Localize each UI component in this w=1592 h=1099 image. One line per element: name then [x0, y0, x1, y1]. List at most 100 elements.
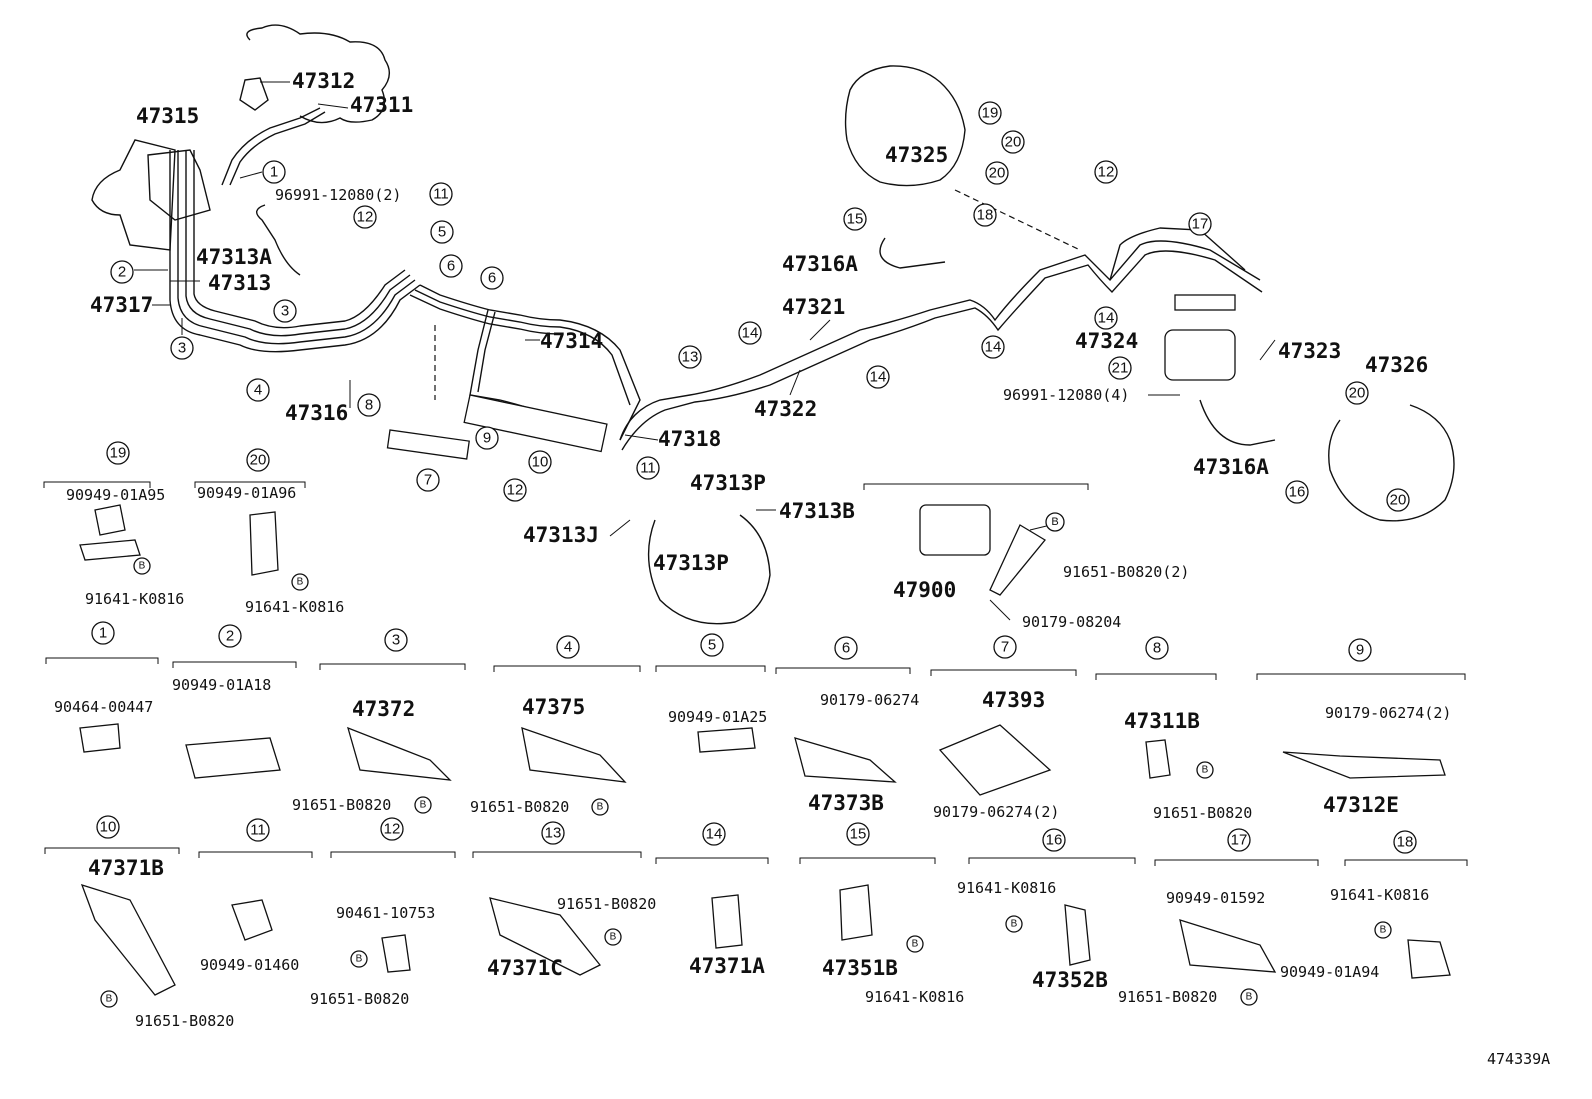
svg-text:2: 2	[118, 264, 126, 281]
label-47900: 47900	[893, 578, 956, 602]
legend-17: 17 90949-01592 91651-B0820 B	[1118, 828, 1265, 1006]
svg-text:12: 12	[357, 209, 374, 226]
svg-text:14: 14	[870, 369, 887, 386]
svg-text:6: 6	[842, 640, 850, 657]
label-47316A-left: 47316A	[782, 252, 858, 276]
callout-6b: 6	[480, 266, 504, 290]
svg-text:20: 20	[1390, 492, 1407, 509]
svg-text:47371C: 47371C	[487, 956, 563, 980]
svg-text:6: 6	[488, 270, 496, 287]
svg-text:14: 14	[1098, 310, 1115, 327]
svg-text:21: 21	[1112, 360, 1129, 377]
legend-5: 5 90949-01A25	[668, 633, 767, 726]
svg-text:15: 15	[847, 211, 864, 228]
legend-20: 20 90949-01A96 B 91641-K0816	[197, 448, 344, 616]
callout-14a: 14	[738, 321, 762, 345]
legend-6: 6 90179-06274 47373B	[808, 636, 919, 815]
legend-9: 9 90179-06274(2) 47312E	[1323, 638, 1451, 817]
callout-4: 4	[246, 378, 270, 402]
svg-text:91651-B0820: 91651-B0820	[292, 796, 391, 814]
bolt-marker-top: B	[1045, 512, 1065, 532]
callout-3a: 3	[170, 336, 194, 360]
svg-text:15: 15	[850, 826, 867, 843]
svg-text:47372: 47372	[352, 697, 415, 721]
svg-text:47373B: 47373B	[808, 791, 884, 815]
label-47314: 47314	[540, 329, 603, 353]
svg-text:11: 11	[250, 822, 266, 839]
label-47313P-bottom: 47313P	[653, 551, 729, 575]
svg-text:4: 4	[564, 639, 572, 656]
svg-text:47371A: 47371A	[689, 954, 765, 978]
svg-text:90949-01460: 90949-01460	[200, 956, 299, 974]
svg-text:19: 19	[982, 105, 999, 122]
callout-18: 18	[973, 203, 997, 227]
svg-text:19: 19	[110, 445, 127, 462]
svg-text:B: B	[297, 577, 304, 588]
figure-code: 474339A	[1487, 1050, 1550, 1068]
callout-14c: 14	[981, 335, 1005, 359]
legend-15: 15 47351B B 91641-K0816	[822, 822, 964, 1006]
label-96991-12080-4: 96991-12080(4)	[1003, 386, 1129, 404]
svg-text:9: 9	[1356, 642, 1364, 659]
svg-text:B: B	[139, 561, 146, 572]
callout-10: 10	[528, 450, 552, 474]
callout-20c: 20	[1345, 381, 1369, 405]
part-shapes	[386, 294, 1236, 596]
callout-2: 2	[110, 260, 134, 284]
svg-text:18: 18	[977, 207, 994, 224]
svg-text:91651-B0820: 91651-B0820	[1118, 988, 1217, 1006]
label-47326: 47326	[1365, 353, 1428, 377]
svg-text:91651-B0820: 91651-B0820	[310, 990, 409, 1008]
svg-text:20: 20	[250, 452, 267, 469]
callout-3b: 3	[273, 299, 297, 323]
svg-text:12: 12	[1098, 164, 1115, 181]
label-47324: 47324	[1075, 329, 1138, 353]
label-47313A: 47313A	[196, 245, 272, 269]
legend-18: 18 91641-K0816 B 90949-01A94	[1280, 830, 1429, 981]
label-91651-B0820-2: 91651-B0820(2)	[1063, 563, 1189, 581]
label-47318: 47318	[658, 427, 721, 451]
svg-text:18: 18	[1397, 834, 1414, 851]
svg-text:1: 1	[99, 625, 107, 642]
svg-text:B: B	[106, 994, 113, 1005]
label-90179-08204: 90179-08204	[1022, 613, 1121, 631]
svg-text:47351B: 47351B	[822, 956, 898, 980]
callout-circles: 1 2 3 3 4 5 6 6 8 9 7 10 11 11 12 12 13 …	[110, 101, 1410, 512]
svg-text:3: 3	[281, 303, 289, 320]
svg-text:B: B	[610, 932, 617, 943]
legend-1: 1 90464-00447	[54, 621, 153, 716]
legend-12: 12 90461-10753 B 91651-B0820	[310, 817, 435, 1008]
label-47323: 47323	[1278, 339, 1341, 363]
svg-text:B: B	[420, 800, 427, 811]
svg-text:3: 3	[178, 340, 186, 357]
callout-12a: 12	[353, 205, 377, 229]
legend: 19 90949-01A95 B 91641-K0816 20 90949-01…	[54, 441, 1451, 1030]
svg-text:B: B	[597, 802, 604, 813]
svg-text:47371B: 47371B	[88, 856, 164, 880]
svg-text:20: 20	[1005, 134, 1022, 151]
svg-text:14: 14	[706, 826, 723, 843]
legend-16: 16 91641-K0816 B 47352B	[957, 828, 1108, 992]
callout-11a: 11	[429, 182, 453, 206]
svg-text:13: 13	[545, 825, 562, 842]
callout-13: 13	[678, 345, 702, 369]
svg-text:47375: 47375	[522, 695, 585, 719]
svg-text:B: B	[1202, 765, 1209, 776]
svg-text:3: 3	[392, 632, 400, 649]
svg-text:12: 12	[384, 821, 401, 838]
callout-16: 16	[1285, 480, 1309, 504]
svg-text:47312E: 47312E	[1323, 793, 1399, 817]
callout-5: 5	[430, 220, 454, 244]
label-47315: 47315	[136, 104, 199, 128]
svg-text:91641-K0816: 91641-K0816	[865, 988, 964, 1006]
legend-brackets	[43, 481, 1468, 866]
svg-text:8: 8	[365, 397, 373, 414]
part-labels: 47312 47311 47315 96991-12080(2) 47313A …	[90, 69, 1428, 631]
svg-text:47352B: 47352B	[1032, 968, 1108, 992]
callout-1: 1	[262, 160, 286, 184]
svg-text:47393: 47393	[982, 688, 1045, 712]
svg-text:11: 11	[433, 186, 449, 203]
label-47313P-top: 47313P	[690, 471, 766, 495]
svg-text:91651-B0820: 91651-B0820	[135, 1012, 234, 1030]
